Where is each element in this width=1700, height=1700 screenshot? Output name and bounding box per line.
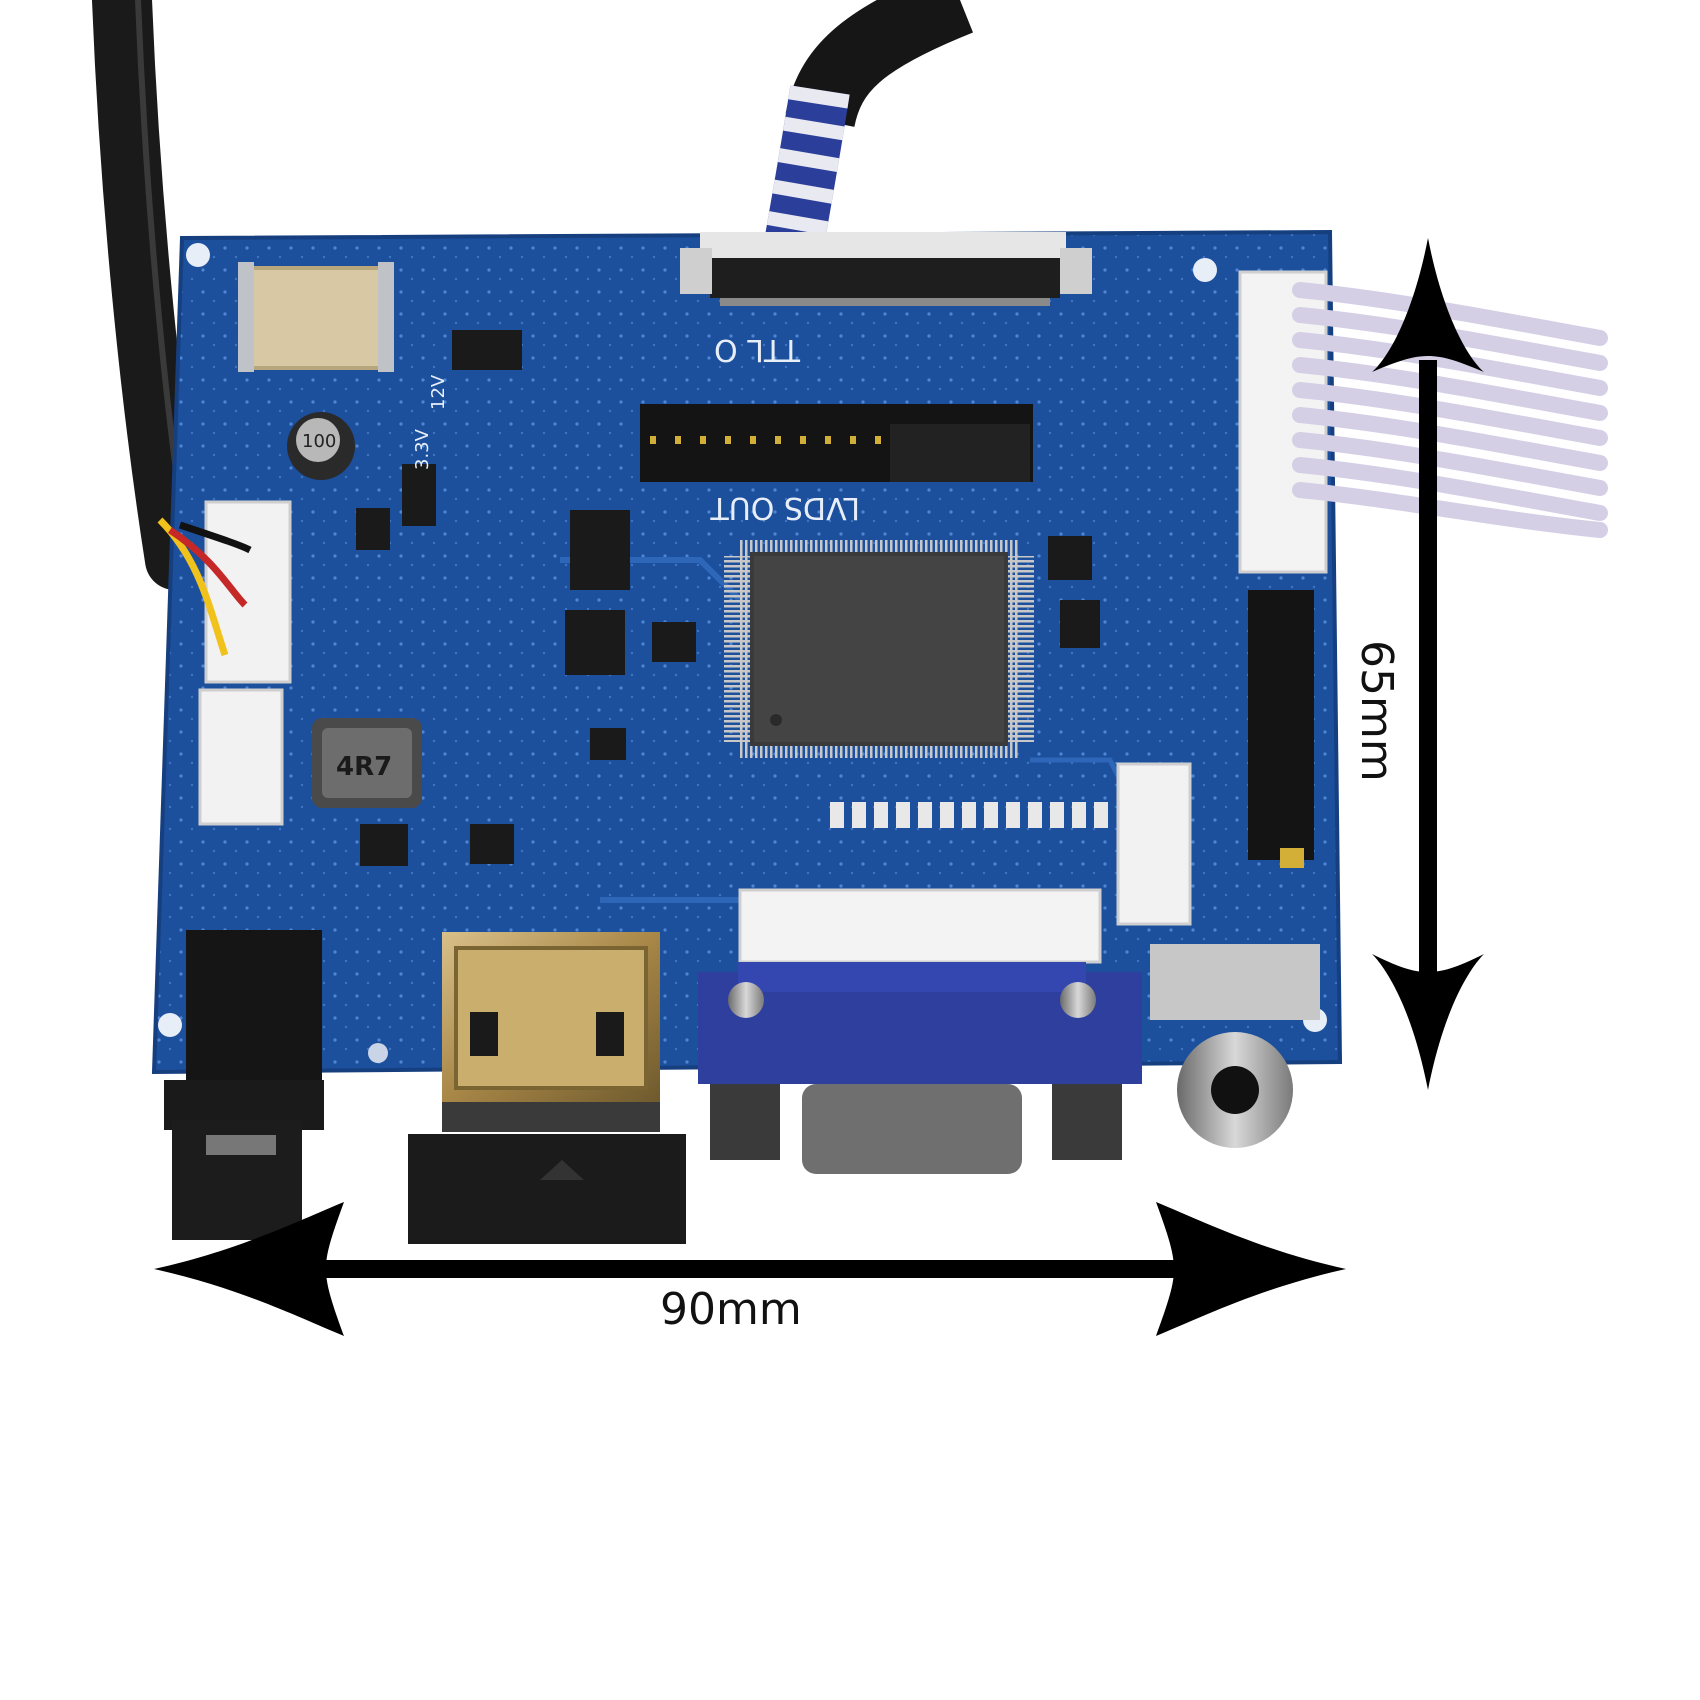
silkscreen-lvds-out: LVDS OUT [710,490,860,525]
inductor-100-label: 100 [302,431,336,452]
ttl-fpc-connector [680,232,1092,306]
power-switch [246,266,385,370]
resistor-array [830,802,1108,828]
small-connector [1116,762,1192,926]
keypad-header [1248,590,1314,860]
left-connector-top [204,500,292,684]
lvds-pin-header [640,404,1033,482]
inductor-4r7-label: 4R7 [336,752,392,782]
silkscreen-12v: 12V [428,374,449,410]
inductor-4r7 [312,718,422,808]
rca-jack [1150,944,1320,1148]
height-dimension-arrow [1372,238,1484,1090]
main-chip [724,540,1034,758]
bottom-connector [738,888,1102,964]
vga-port [698,962,1142,1174]
smd-components [356,330,1100,866]
left-connector-bottom [198,688,284,826]
width-label: 90mm [660,1284,802,1335]
dc-jack [164,930,324,1240]
silkscreen-3v3: 3.3V [412,428,433,470]
width-dimension-arrow [154,1202,1346,1336]
ribbon-cable [1292,282,1608,538]
height-label: 65mm [1351,640,1402,782]
power-cable [92,0,205,590]
inductor-100 [287,412,355,480]
silkscreen-ttl-out: TTL O [714,332,801,367]
hdmi-port [408,932,686,1244]
